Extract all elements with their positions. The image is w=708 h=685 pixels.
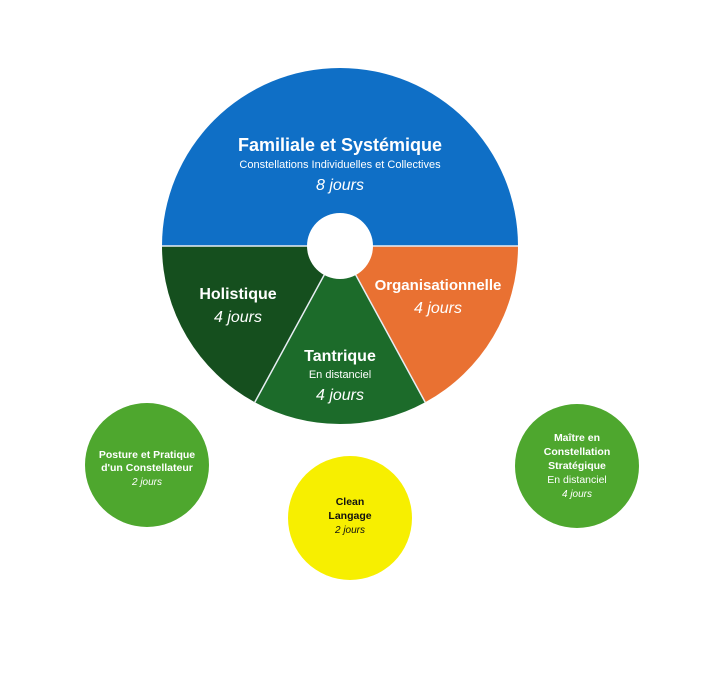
training-wheel: Familiale et Systémique Constellations I… (162, 68, 518, 425)
maitre-duration: 4 jours (562, 489, 592, 500)
bubble-clean-circle[interactable] (288, 456, 412, 580)
familiale-title: Familiale et Systémique (238, 135, 442, 155)
maitre-subtitle: En distanciel (547, 474, 607, 486)
segment-tantrique[interactable] (254, 246, 426, 425)
maitre-title-line-3: Stratégique (548, 460, 606, 472)
posture-title-line-1: Posture et Pratique (99, 449, 195, 461)
holistique-duration: 4 jours (214, 309, 262, 326)
bubble-posture-circle[interactable] (85, 403, 209, 527)
maitre-title-line-2: Constellation (544, 446, 611, 458)
bubble-maitre[interactable]: Maître en Constellation Stratégique En d… (515, 404, 639, 528)
bubble-maitre-circle[interactable] (515, 404, 639, 528)
tantrique-subtitle: En distanciel (309, 369, 371, 381)
segment-familiale[interactable] (162, 68, 518, 246)
center-hole (307, 213, 373, 279)
segment-holistique[interactable] (162, 246, 340, 403)
bubble-posture[interactable]: Posture et Pratique d'un Constellateur 2… (85, 403, 209, 527)
clean-title-line-2: Langage (328, 510, 371, 522)
segment-organisationnelle[interactable] (340, 246, 518, 403)
holistique-title: Holistique (199, 286, 276, 303)
familiale-subtitle: Constellations Individuelles et Collecti… (239, 159, 441, 171)
bubble-clean-langage[interactable]: Clean Langage 2 jours (288, 456, 412, 580)
organisationnelle-title: Organisationnelle (375, 277, 502, 294)
organisationnelle-duration: 4 jours (414, 300, 462, 317)
clean-title-line-1: Clean (336, 496, 365, 508)
tantrique-title: Tantrique (304, 348, 376, 365)
posture-duration: 2 jours (131, 477, 162, 488)
posture-title-line-2: d'un Constellateur (101, 462, 193, 474)
tantrique-duration: 4 jours (316, 387, 364, 404)
clean-duration: 2 jours (334, 525, 365, 536)
maitre-title-line-1: Maître en (554, 432, 600, 444)
familiale-duration: 8 jours (316, 177, 364, 194)
